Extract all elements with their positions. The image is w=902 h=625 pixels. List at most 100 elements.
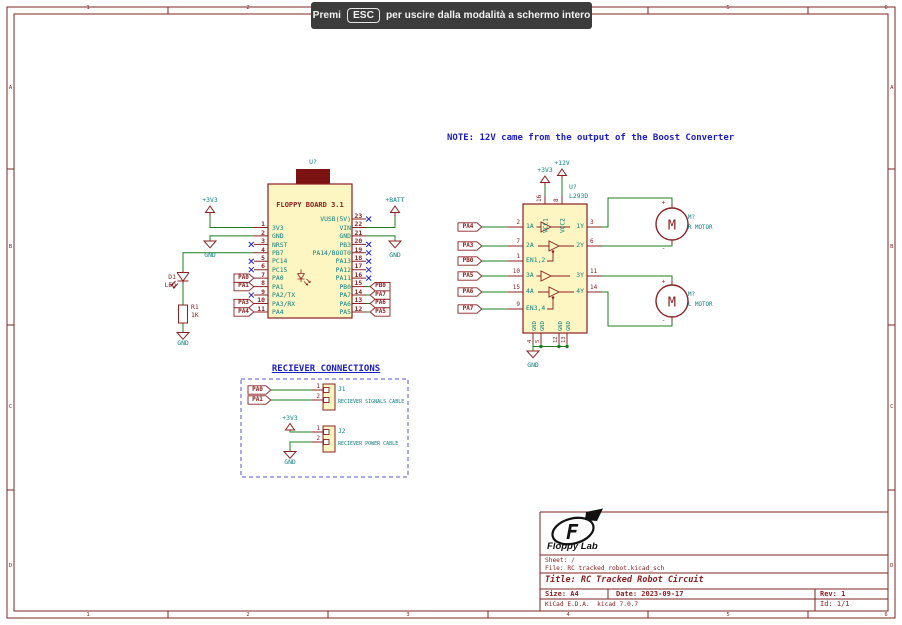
net-label-pa0: PA0 [238,273,249,281]
r-motor-plus: + [662,200,666,207]
pin-number: 17 [354,262,363,271]
no-connect-marks [248,216,372,298]
title-block-lines [539,511,888,611]
pin-number: 3 [261,237,265,246]
power-symbols [175,168,568,460]
j1-ref: J1 [338,386,346,393]
titleblock-sheet: Sheet: / [545,556,575,564]
pin-number: 15 [354,279,363,288]
floppy-board-symbol [254,169,366,319]
pin-number: 2 [261,228,265,237]
pin-number: 6 [590,237,594,245]
logo-letter: F [566,520,579,544]
pin-number: 2 [316,434,320,442]
pin-number: 2 [516,218,520,226]
pin-name: PA11 [335,274,351,283]
gnd-pin-number: 5 [535,340,541,343]
power-up-arrows [204,168,568,431]
gnd-pin-name: GND [540,321,546,331]
pin-name: GND [339,232,351,241]
pin-number: 11 [590,267,598,275]
l293d-buffers [536,221,574,310]
pin-name: 1Y [576,222,584,231]
gnd-pin-name: GND [558,321,564,331]
l-motor-minus: - [662,318,666,325]
gnd-pin-number: 4 [527,339,533,343]
frame-col-label: 5 [726,4,730,11]
l293d-pin-stubs [508,196,602,344]
wires [182,178,673,452]
l-motor-ref: M? [688,291,695,298]
l-motor-plus: + [662,279,666,286]
l293d-ref: U? [569,182,577,191]
pin-number: 10 [257,296,265,305]
note-text: NOTE: 12V came from the output of the Bo… [447,132,735,143]
pin-number: 11 [257,304,265,313]
floppy-lab-logo: F [551,508,603,546]
frame-col-label: 1 [86,4,90,11]
pin-name: PA4 [272,308,284,316]
frame-row-label: D [890,562,894,569]
power-label-3v3: +3V3 [202,196,218,204]
resistor-ref: R1 [191,302,199,311]
pin-number: 9 [261,287,265,296]
pin-name: NRST [272,240,288,249]
pin-name: PA2/TX [272,291,296,300]
pin-name: EN3,4 [526,304,546,313]
net-label-pa5: PA5 [462,271,474,279]
resistor-symbol [178,304,188,324]
pin-number: 3 [590,218,594,226]
net-label-pb0: PB0 [462,256,474,264]
frame-col-label: 5 [726,611,730,618]
frame-col-label: 2 [246,611,250,618]
frame-col-label: 6 [884,611,888,618]
r-motor-ref: M? [688,214,695,221]
net-label-tags [233,222,483,405]
pin-name: 3A [526,271,534,280]
gnd-pin-number: 12 [553,336,559,343]
pin-name: PA1 [272,282,284,291]
onboard-led-glyph [297,269,311,286]
net-label-pa4: PA4 [238,307,249,315]
pin-number: 22 [354,220,363,229]
vcc1-pin-number: 16 [536,194,543,202]
titleblock-file: File: RC tracked robot.kicad_sch [545,564,665,572]
pin-number: 23 [354,211,363,220]
esc-key: ESC [346,8,380,23]
pin-name: PA12 [335,265,351,274]
connector-symbols [312,383,336,453]
fullscreen-exit-banner: Premi ESC per uscire dalla modalità a sc… [311,2,592,29]
pin-name: 2A [526,241,534,250]
titleblock-rev: Rev: 1 [820,589,846,598]
pin-name: PC15 [272,265,288,274]
frame-row-label: C [8,403,13,410]
net-label-pb0: PB0 [375,282,386,290]
pin-number: 21 [354,228,363,237]
pin-name: VIN [339,223,351,232]
pin-number: 4 [261,245,265,254]
pin-name: 2Y [576,241,584,250]
net-label-pa3: PA3 [462,241,474,249]
power-label-batt: +BATT [385,196,405,204]
logo-text: Floppy Lab [547,540,598,552]
pin-name: 3V3 [272,223,284,232]
net-label-pa1: PA1 [238,282,249,290]
vcc2-pin-name: VCC2 [560,218,567,233]
pin-number: 14 [354,287,363,296]
pin-name: 4A [526,287,534,296]
gnd-label: GND [389,250,401,259]
pin-name: 3Y [576,271,584,280]
led-ref: D1 [168,272,176,281]
pin-name: PB0 [339,282,351,291]
gnd-label: GND [527,360,539,369]
gnd-label: GND [284,458,296,466]
motor-symbols: M M + - + - [655,200,689,325]
pin-number: 10 [512,267,520,275]
frame-col-label: 1 [86,611,90,618]
net-label-pa3: PA3 [238,299,249,307]
power-label-3v3: +3V3 [537,165,553,174]
